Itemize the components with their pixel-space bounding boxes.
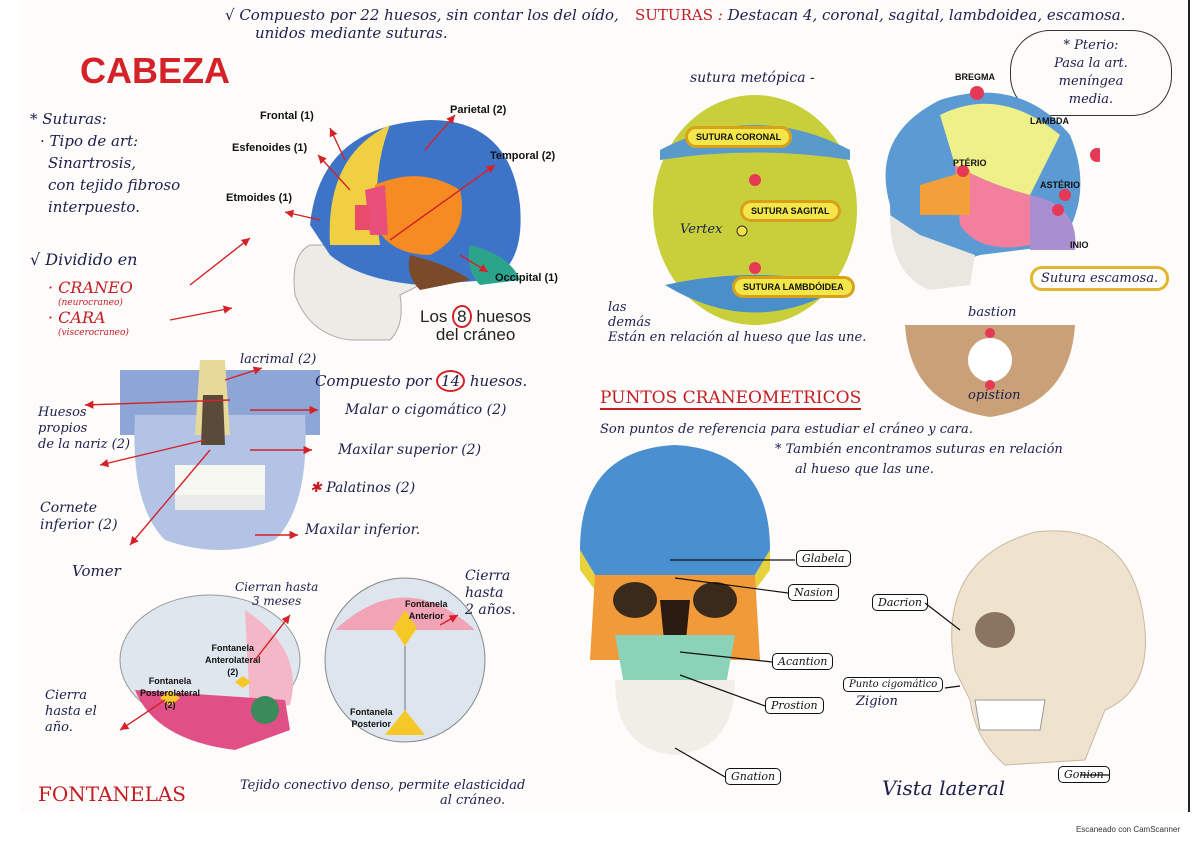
opistion-label: opistion xyxy=(968,388,1021,403)
label-etmoides: Etmoides (1) xyxy=(226,192,293,204)
label-nasion: Nasion xyxy=(788,584,840,601)
sutura-sagital-tag: SUTURA SAGITAL xyxy=(740,200,841,222)
suturas-header: SUTURAS : Destacan 4, coronal, sagital, … xyxy=(635,6,1126,24)
label-temporal: Temporal (2) xyxy=(490,150,556,162)
sutura-lambdoidea-tag: SUTURA LAMBDÓIDEA xyxy=(732,276,855,298)
cierra-2-anos: Cierra hasta 2 años. xyxy=(465,568,516,618)
label-zigion: Zigion xyxy=(856,694,898,709)
label-glabela: Glabela xyxy=(796,550,851,567)
label-punto-cigomatico: Punto cigomático xyxy=(843,677,944,692)
label-lambda: LAMBDA xyxy=(1030,116,1069,126)
front-skull-figure xyxy=(580,445,770,755)
puntos-text: Son puntos de referencia para estudiar e… xyxy=(600,422,1063,477)
skull-base-figure xyxy=(905,325,1075,417)
label-occipital: Occipital (1) xyxy=(495,272,558,284)
notes-page: CABEZA √ Compuesto por 22 huesos, sin co… xyxy=(20,0,1190,812)
top-note: √ Compuesto por 22 huesos, sin contar lo… xyxy=(225,6,619,42)
label-fontanela-anterior: Fontanela Anterior xyxy=(405,599,448,621)
infant-skull-lateral xyxy=(119,594,301,750)
label-prostion: Prostion xyxy=(765,697,824,714)
label-palatinos: ✱ Palatinos (2) xyxy=(310,480,416,496)
fontanelas-title: FONTANELAS xyxy=(38,782,186,806)
los-8-huesos: Los 8 huesos del cráneo xyxy=(420,305,532,344)
face-bones-figure xyxy=(120,360,320,550)
sutura-metopica: sutura metópica - xyxy=(690,70,815,86)
sutura-escamosa-tag: Sutura escamosa. xyxy=(1030,266,1170,291)
label-cornete: Cornete inferior (2) xyxy=(40,500,118,533)
label-esfenoides: Esfenoides (1) xyxy=(232,142,308,154)
dividido-note: √ Dividido en · CRANEO (neurocraneo) · C… xyxy=(30,250,138,338)
label-lacrimal: lacrimal (2) xyxy=(240,352,317,367)
fontanelas-text: Tejido conectivo denso, permite elastici… xyxy=(240,778,526,808)
side-skull-figure xyxy=(885,86,1100,290)
label-acantion: Acantion xyxy=(772,653,834,670)
cierra-hasta-el-ano: Cierra hasta el año. xyxy=(45,688,97,735)
label-pterio: PTÉRIO xyxy=(953,158,987,168)
lateral-view-skull-figure xyxy=(951,530,1146,766)
label-asterio: ASTÉRIO xyxy=(1040,180,1081,190)
vertex-label: Vertex xyxy=(680,222,723,237)
scanner-footer: Escaneado con CamScanner xyxy=(1075,825,1180,834)
infant-skull-top xyxy=(324,577,486,743)
label-maxilar-sup: Maxilar superior (2) xyxy=(338,442,482,458)
label-dacrion: Dacrion xyxy=(872,594,929,611)
label-vomer: Vomer xyxy=(72,562,121,580)
label-anterolateral: Fontanela Anterolateral (2) xyxy=(205,643,261,677)
label-malar: Malar o cigomático (2) xyxy=(345,402,507,418)
pterio-note: * Pterio: Pasa la art. meníngea media. xyxy=(1010,30,1172,116)
sutura-coronal-tag: SUTURA CORONAL xyxy=(685,126,793,148)
label-maxilar-inf: Maxilar inferior. xyxy=(305,522,421,538)
cierran-3-meses: Cierran hasta 3 meses xyxy=(235,580,319,608)
label-parietal: Parietal (2) xyxy=(450,104,507,116)
suturas-note: * Suturas: · Tipo de art: Sinartrosis, c… xyxy=(30,110,181,216)
vista-lateral: Vista lateral xyxy=(882,776,1006,800)
las-demas-note: las demás Están en relación al hueso que… xyxy=(608,300,867,345)
label-gnation: Gnation xyxy=(725,768,782,785)
compuesto-14: Compuesto por 14 huesos. xyxy=(315,370,528,392)
label-bregma: BREGMA xyxy=(955,72,995,82)
cabeza-title: CABEZA xyxy=(80,50,230,91)
label-inio: INIO xyxy=(1070,240,1089,250)
label-huesos-propios: Huesos propios de la nariz (2) xyxy=(38,405,131,452)
puntos-title: PUNTOS CRANEOMETRICOS xyxy=(600,388,862,410)
label-frontal: Frontal (1) xyxy=(260,110,314,122)
label-posterolateral: Fontanela Posterolateral (2) xyxy=(140,676,201,710)
bastion-label: bastion xyxy=(968,305,1017,320)
label-fontanela-posterior: Fontanela Posterior xyxy=(350,707,393,729)
